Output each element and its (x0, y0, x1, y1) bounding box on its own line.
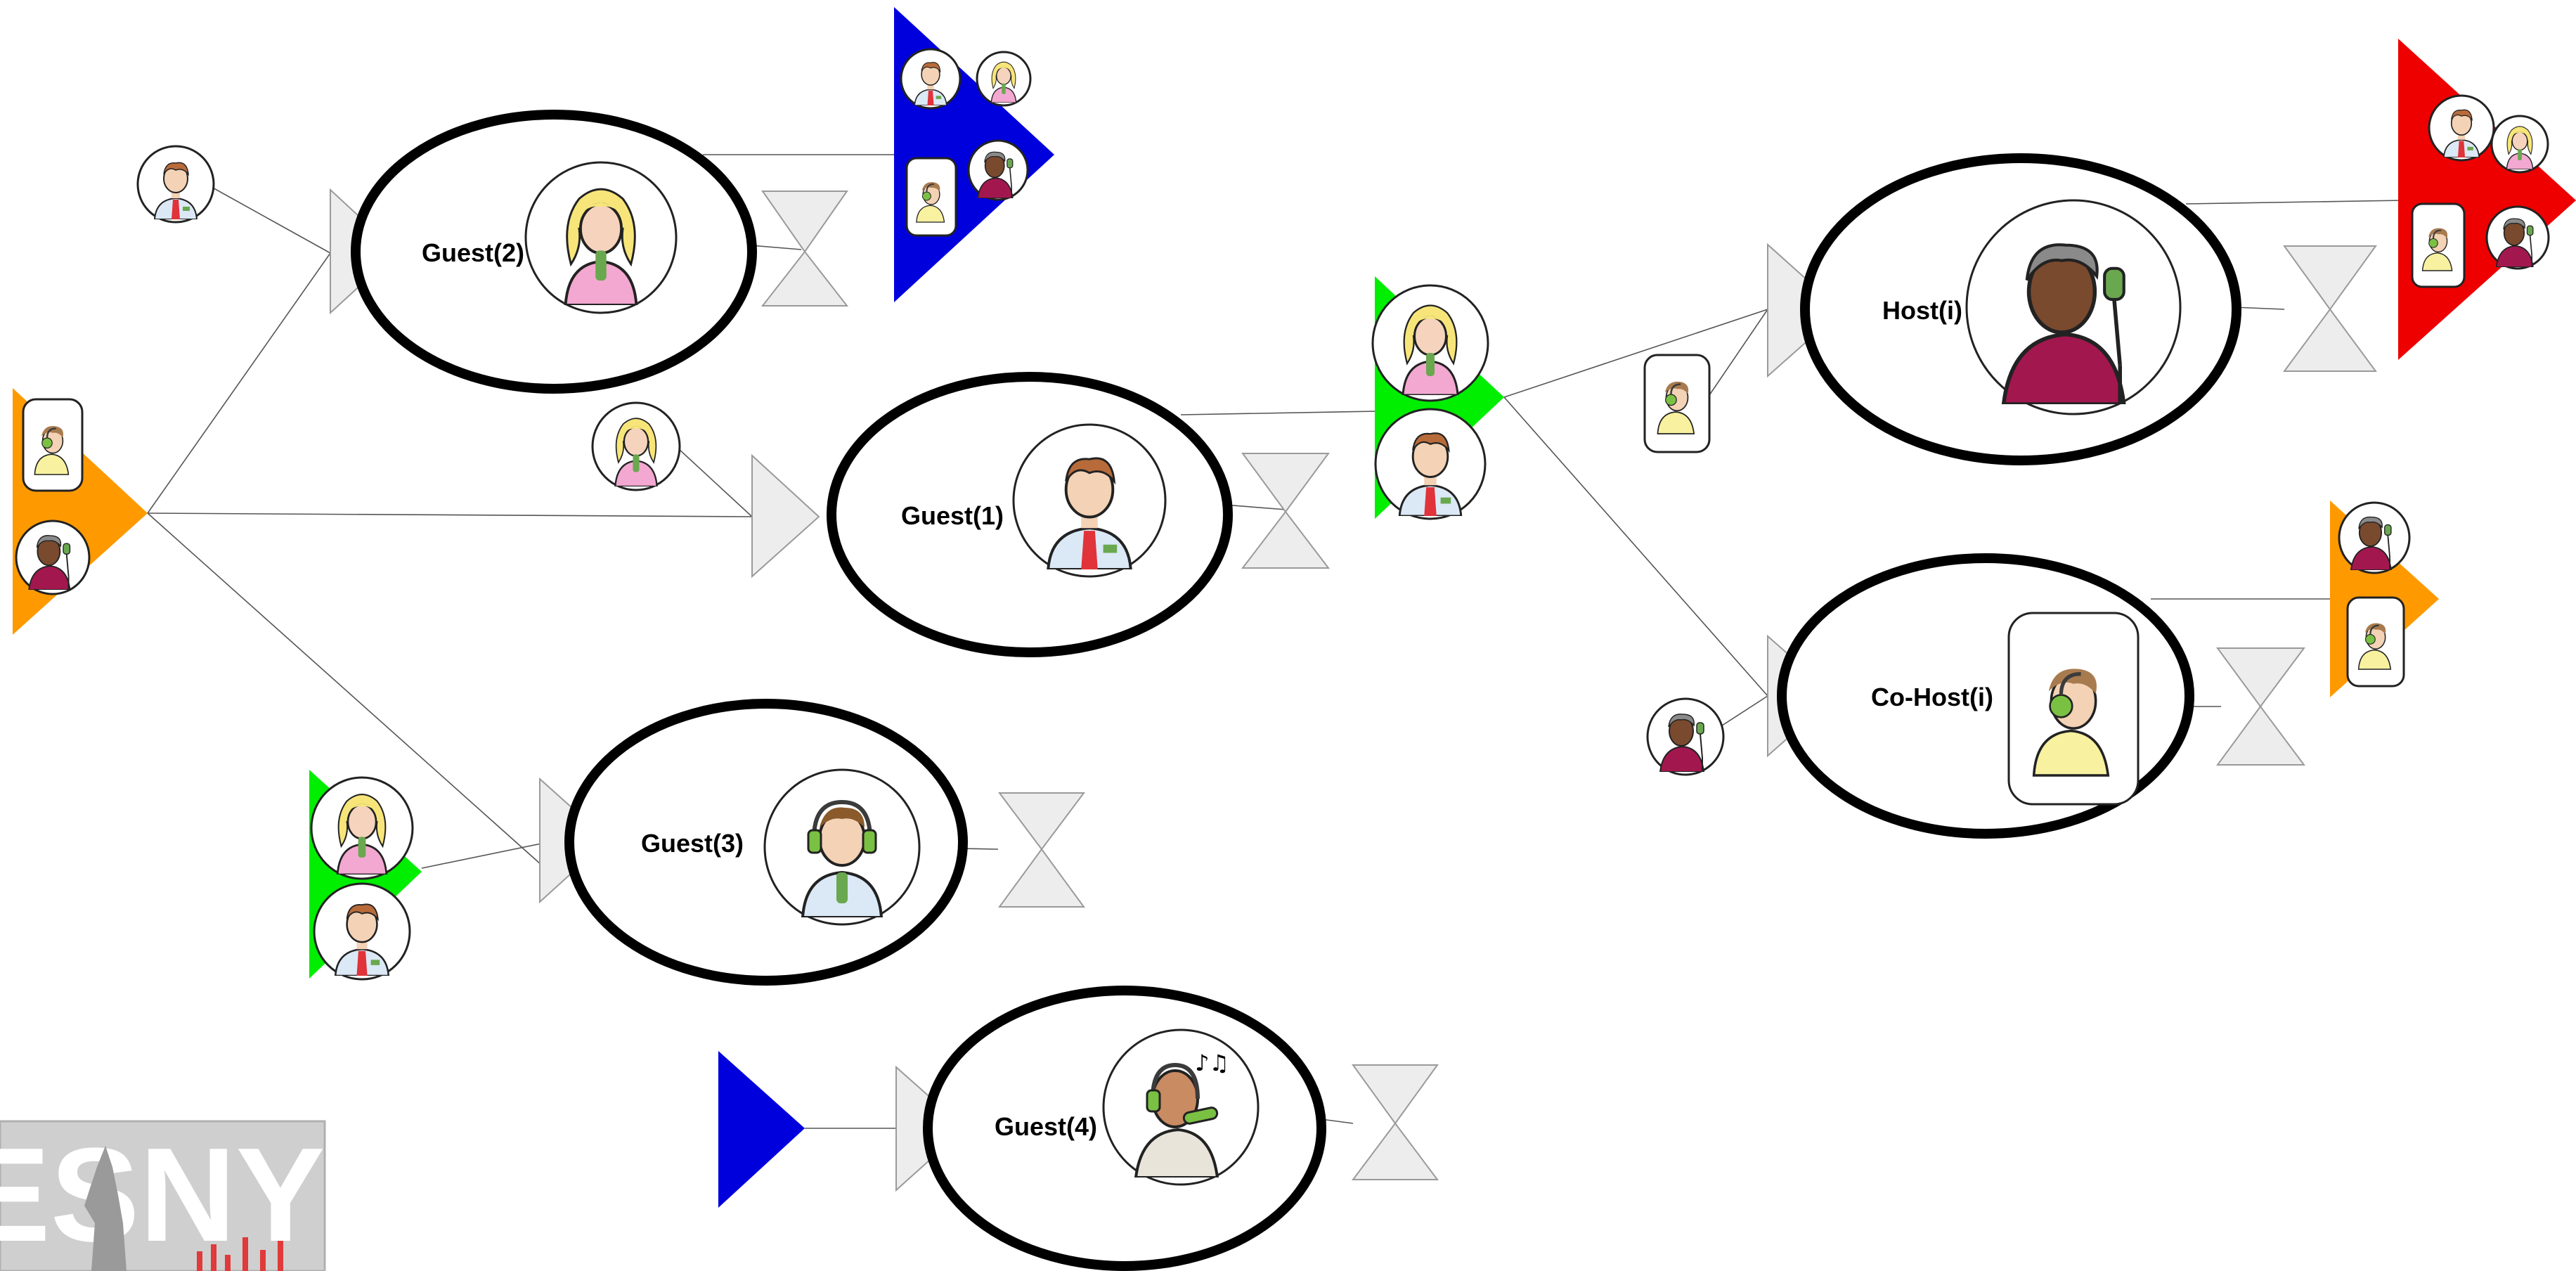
guest1-input-triangle (751, 453, 820, 579)
guest2-hourglass (760, 191, 849, 307)
guest3-hourglass (998, 792, 1085, 908)
guest1-hourglass (1241, 453, 1331, 569)
edge-green-to-guest3-input (421, 843, 542, 869)
avatar-man-near-guest2 (136, 145, 215, 224)
avatar-woman-near-guest1 (591, 401, 681, 491)
blue-guest4-source-triangle (718, 1051, 805, 1208)
guest4-label: Guest(4) (995, 1112, 1097, 1141)
green-hub-group (1371, 276, 1504, 520)
edge-avatar-to-host-input (1707, 309, 1768, 398)
node-guest3: Guest(3) (564, 699, 968, 986)
guest2-label: Guest(2) (422, 238, 524, 267)
guest3-label: Guest(3) (641, 829, 744, 858)
edge-green-to-cohost-input (1503, 396, 1768, 697)
guest1-label: Guest(1) (901, 501, 1004, 530)
host-label: Host(i) (1882, 296, 1962, 325)
edge-orange-to-guest1-input (147, 512, 753, 517)
avatar-cohost-near-host (1643, 354, 1711, 453)
node-guest1: Guest(1) (827, 372, 1233, 657)
node-host: Host(i) (1800, 153, 2241, 465)
edge-host-to-red (2185, 200, 2405, 205)
blue-output-guest2-group (894, 7, 1054, 302)
orange-source-group (13, 388, 148, 635)
green-guest3-source-group (309, 770, 422, 981)
node-guest4: Guest(4) (923, 986, 1326, 1271)
red-output-triangle (2398, 39, 2576, 360)
cohost-hourglass (2216, 647, 2305, 766)
orange-source-avatar-host (15, 520, 91, 595)
edge-guest1-to-green (1180, 411, 1378, 415)
statue-of-liberty-icon (84, 1146, 127, 1271)
skyline-icon (197, 1237, 283, 1271)
edge-orange-to-guest2-input (147, 252, 331, 514)
guest2-portrait (564, 188, 638, 305)
edge-orange-to-guest3-input (147, 512, 542, 865)
host-hourglass (2283, 245, 2377, 372)
avatar-host-near-cohost (1646, 697, 1725, 776)
esny-logo: ESNY (0, 1120, 326, 1271)
edge-green-to-host-input (1503, 309, 1768, 398)
blue-guest4-source-group (718, 1051, 805, 1208)
orange-source-avatar-cohost (22, 398, 84, 492)
guest4-hourglass (1352, 1064, 1439, 1180)
orange-output-cohost-group (2330, 501, 2439, 697)
edge-avatar-to-guest2-input (203, 182, 331, 254)
esny-logo-text: ESNY (0, 1121, 325, 1270)
cohost-label: Co-Host(i) (1871, 683, 1993, 711)
red-output-host-group (2398, 39, 2576, 360)
node-cohost: Co-Host(i) (1777, 553, 2194, 839)
node-guest2: Guest(2) (351, 110, 757, 394)
